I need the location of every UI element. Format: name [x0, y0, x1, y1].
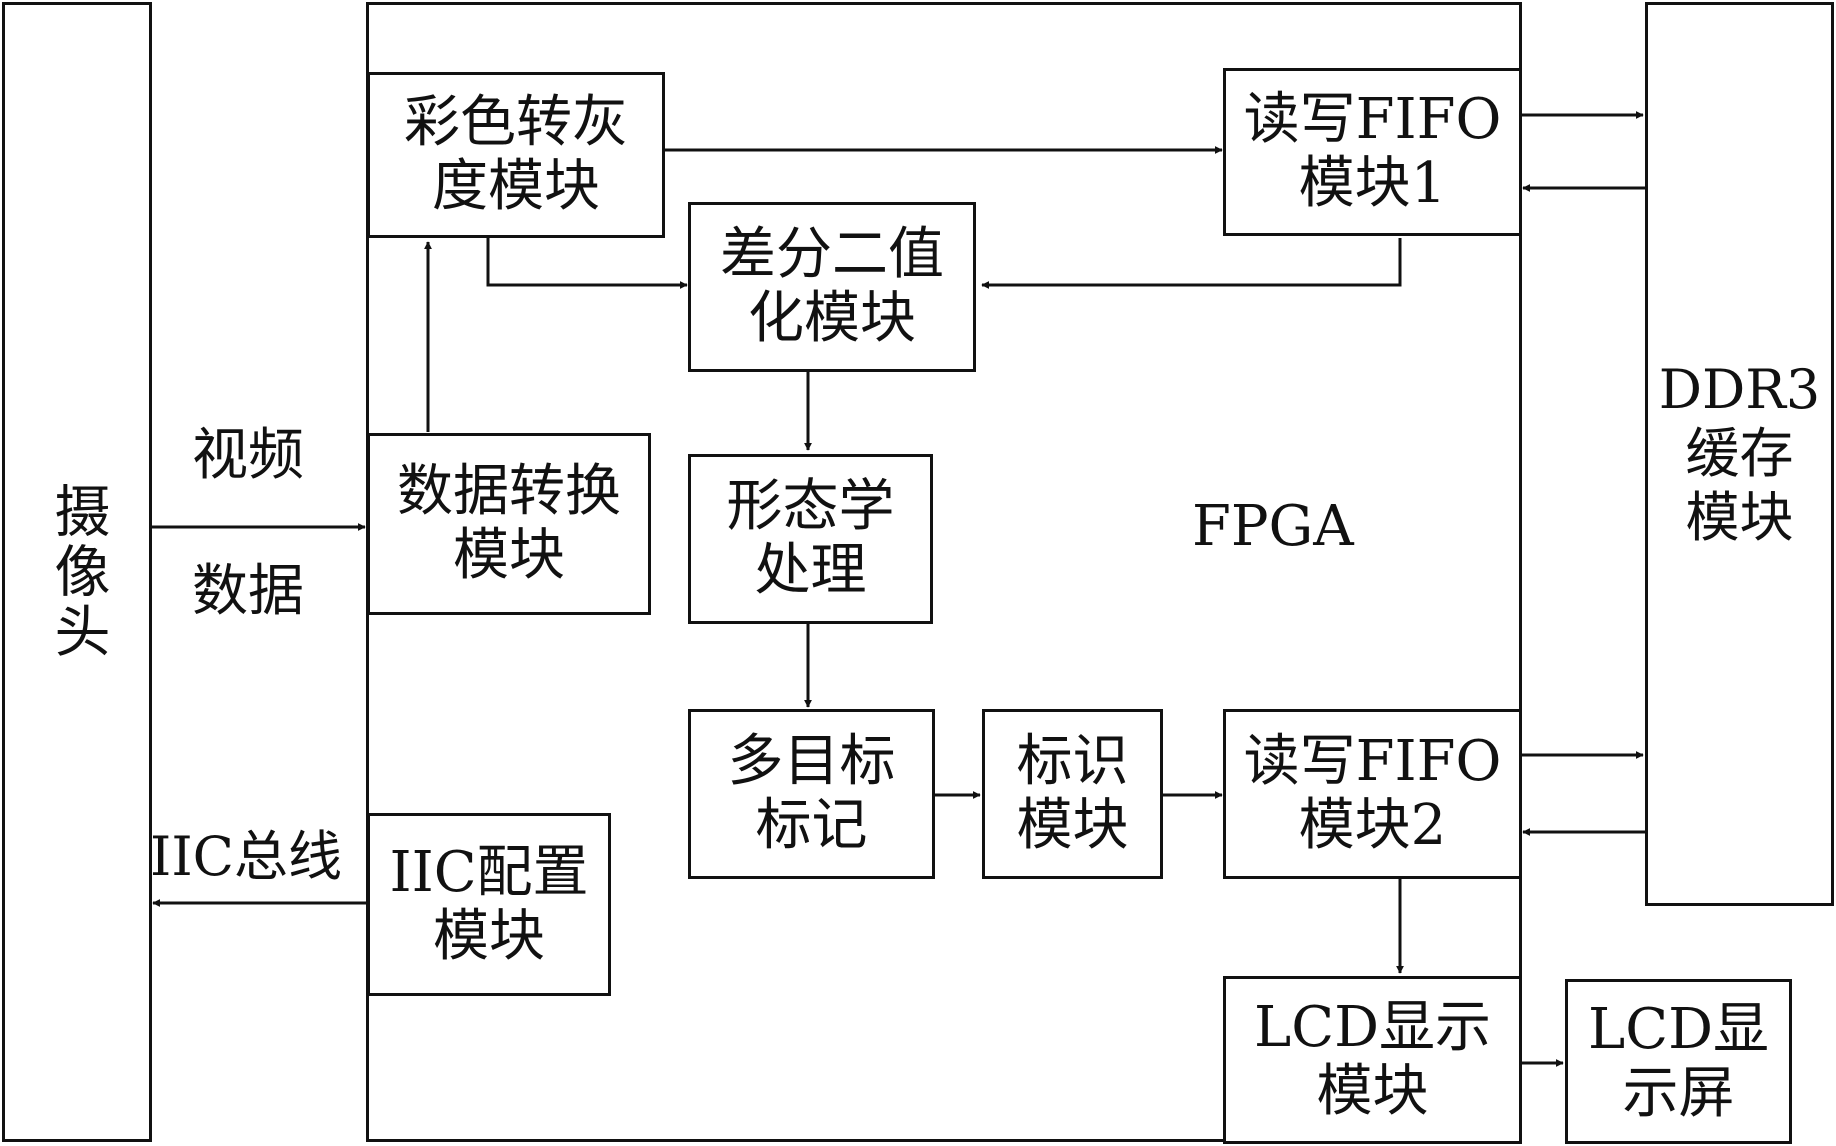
arrow-fifo1-to-diff	[981, 238, 1402, 289]
lcd-screen-label: LCD显 示屏	[1588, 996, 1769, 1126]
camera-block: 摄像头	[2, 2, 152, 1142]
arrow-color-gray-to-diff	[486, 238, 688, 289]
fifo1-label: 读写FIFO 模块1	[1243, 87, 1502, 216]
color-to-gray-label: 彩色转灰 度模块	[404, 90, 628, 219]
identify-block: 标识 模块	[982, 709, 1163, 879]
multi-target-block: 多目标 标记	[688, 709, 935, 879]
lcd-screen-block: LCD显 示屏	[1565, 979, 1792, 1144]
multi-target-label: 多目标 标记	[727, 729, 896, 858]
fifo2-block: 读写FIFO 模块2	[1223, 709, 1522, 879]
ddr3-block: DDR3 缓存 模块	[1645, 2, 1834, 906]
iic-config-label: IIC配置 模块	[389, 839, 589, 969]
video-label: 视频	[192, 423, 304, 488]
iic-config-block: IIC配置 模块	[367, 813, 611, 996]
fifo1-block: 读写FIFO 模块1	[1223, 68, 1522, 236]
data-convert-label: 数据转换 模块	[397, 459, 621, 588]
ddr3-label: DDR3 缓存 模块	[1658, 358, 1821, 549]
fifo2-label: 读写FIFO 模块2	[1243, 729, 1502, 858]
lcd-module-block: LCD显示 模块	[1223, 976, 1522, 1144]
camera-label: 摄像头	[45, 482, 110, 662]
fpga-label: FPGA	[1192, 494, 1354, 559]
data-label: 数据	[192, 559, 304, 624]
iic-bus-label: IIC总线	[150, 825, 342, 888]
data-convert-block: 数据转换 模块	[367, 433, 651, 615]
morphology-label: 形态学 处理	[726, 474, 895, 603]
lcd-module-label: LCD显示 模块	[1254, 995, 1491, 1124]
color-to-gray-block: 彩色转灰 度模块	[367, 72, 665, 238]
diff-binarize-label: 差分二值 化模块	[720, 222, 944, 351]
identify-label: 标识 模块	[1016, 729, 1129, 858]
morphology-block: 形态学 处理	[688, 454, 933, 624]
diff-binarize-block: 差分二值 化模块	[688, 202, 976, 372]
